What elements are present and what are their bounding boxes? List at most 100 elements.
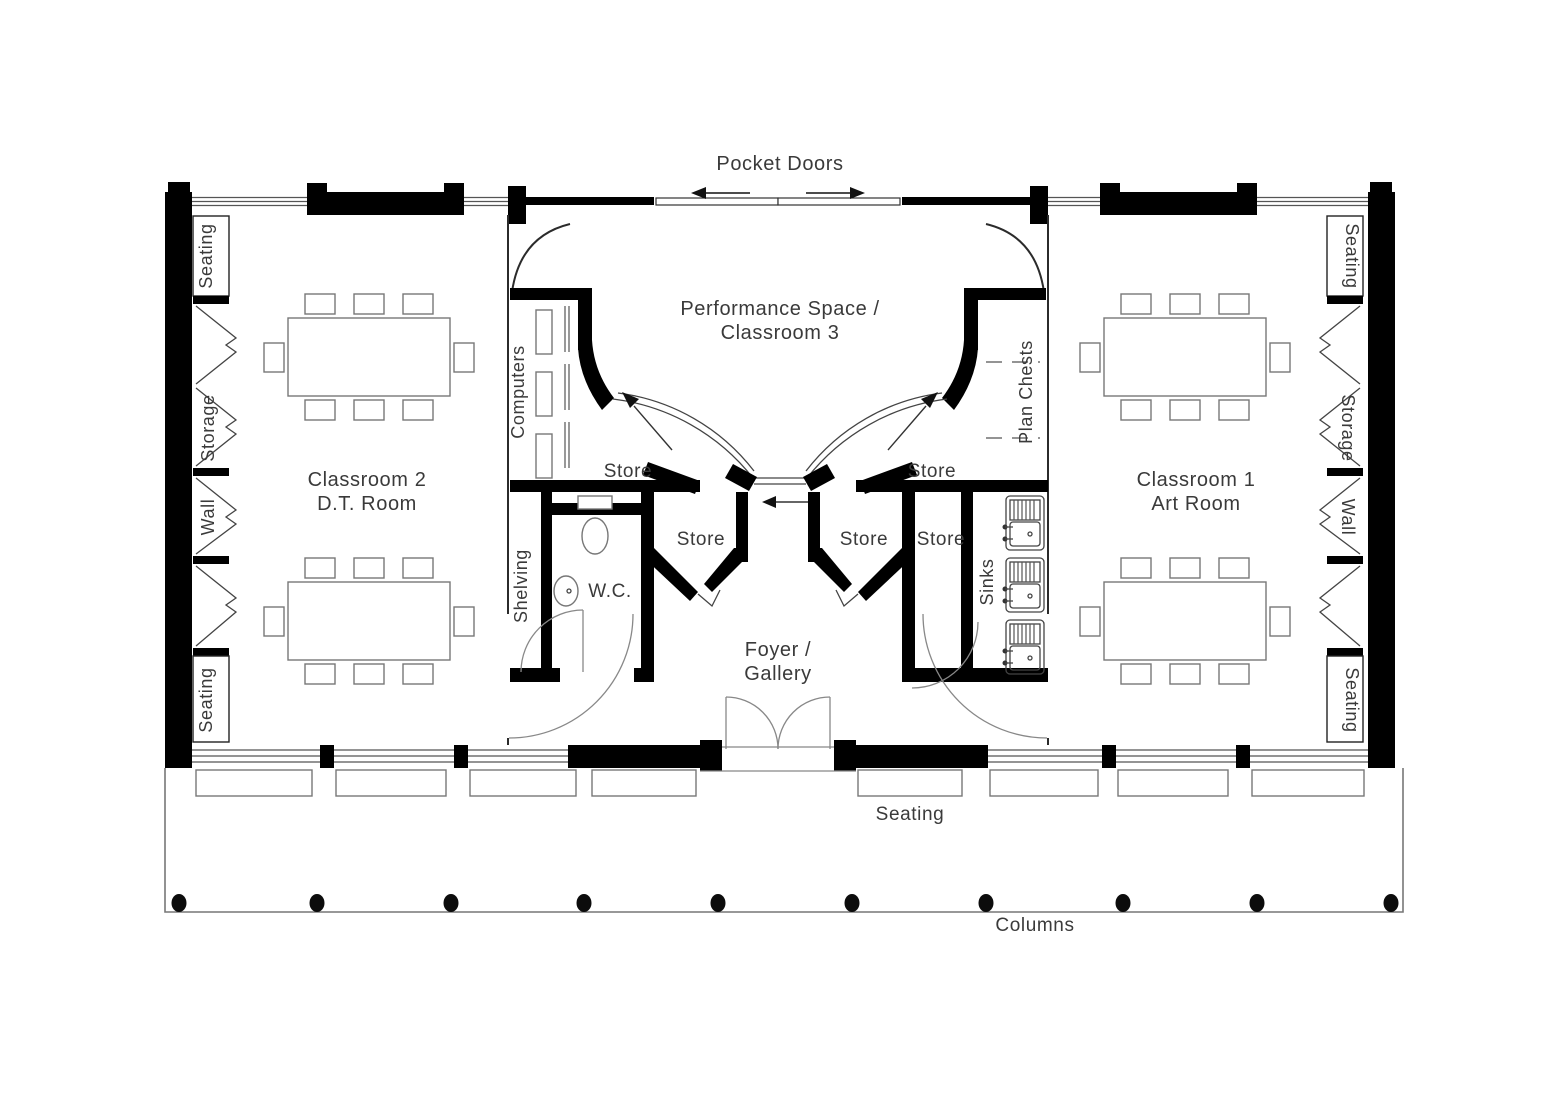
column-dot <box>576 894 592 912</box>
bifold-door-symbol <box>195 477 238 555</box>
column-dot <box>1115 894 1131 912</box>
seating-box <box>1326 215 1364 297</box>
foyer-label-line2: Gallery <box>744 663 812 685</box>
entrance-doors <box>700 696 856 772</box>
bifold-door-symbol <box>1318 477 1361 555</box>
partition-end-block <box>803 464 835 491</box>
basin-drain <box>566 588 572 594</box>
door-swing-arc <box>922 613 1048 739</box>
performance-space-label-line1: Performance Space / <box>680 298 879 320</box>
wall-pier <box>307 183 327 193</box>
slide-arrow-right-icon <box>921 392 938 408</box>
store-lower-middle-label: Store <box>840 529 888 550</box>
angled-wall <box>704 548 748 592</box>
column-dot <box>309 894 325 912</box>
partition-end-block <box>725 464 757 491</box>
computer-desk <box>535 309 553 355</box>
sink-unit <box>1002 557 1045 613</box>
unit-divider <box>193 296 229 304</box>
door-swing-arc <box>911 621 979 689</box>
foyer-door-swings <box>508 613 1048 739</box>
sinks-label: Sinks <box>977 558 997 605</box>
seating-box <box>1326 655 1364 743</box>
wall-storage-right-word-wall: Wall <box>1338 499 1358 536</box>
store-lower-right-label: Store <box>917 529 965 550</box>
wall-pier <box>1236 745 1250 768</box>
store-upper-left-label: Store <box>604 461 652 482</box>
door-swing-arc <box>777 696 831 750</box>
wall-pier <box>1370 182 1392 194</box>
bench <box>1251 769 1365 797</box>
performance-space-label-line2: Classroom 3 <box>721 322 840 344</box>
classroom-table <box>1079 557 1291 685</box>
entrance-jamb <box>834 740 856 771</box>
pocket-door-pier <box>1030 186 1048 224</box>
bench <box>989 769 1099 797</box>
wall-pier <box>454 745 468 768</box>
classroom1-label-line1: Classroom 1 <box>1137 469 1256 491</box>
wall-pier <box>1100 183 1120 193</box>
exterior-benches: Seating <box>195 769 1365 825</box>
bench <box>1117 769 1229 797</box>
bifold-door-symbol <box>195 565 238 647</box>
bifold-door-symbol <box>1318 305 1361 385</box>
arrow-right-icon <box>850 187 865 199</box>
bifold-door-symbol <box>195 305 238 385</box>
store-lower-left-label: Store <box>677 529 725 550</box>
bifold-door-symbol <box>1318 565 1361 647</box>
columns-label: Columns <box>995 915 1074 936</box>
top-windows <box>192 196 1368 207</box>
top-wall-segment <box>1100 192 1257 215</box>
partition-closed-section <box>753 477 807 485</box>
angled-wall <box>641 548 698 601</box>
seating-left-bottom-label: Seating <box>196 667 216 732</box>
room-labels: Performance Space / Classroom 3 Classroo… <box>308 298 1256 685</box>
bifold-door-symbol <box>1318 387 1361 467</box>
plan-chests-bay: Plan Chests <box>942 288 1046 444</box>
pocket-doors-label: Pocket Doors <box>716 153 843 175</box>
pocket-door-leaf <box>777 197 901 206</box>
seating-left-top-label: Seating <box>196 223 216 288</box>
unit-divider <box>1327 648 1363 656</box>
computer-desk <box>535 371 553 417</box>
seating-right-top-label: Seating <box>1342 223 1362 288</box>
wall-storage-left-word-wall: Wall <box>198 499 218 536</box>
pocket-door-leaf <box>655 197 779 206</box>
exterior-walls <box>165 182 1395 771</box>
pocket-door-housing <box>902 197 1030 205</box>
arrow-left-icon <box>691 187 706 199</box>
curved-partition-track <box>617 392 755 472</box>
veranda: Columns <box>164 768 1404 936</box>
door-swing-arc <box>508 613 634 739</box>
column-dot <box>710 894 726 912</box>
classroom-table <box>263 557 475 685</box>
sink-unit <box>1002 619 1045 675</box>
classroom2-label-line1: Classroom 2 <box>308 469 427 491</box>
door-ajar-symbol <box>835 589 859 608</box>
curved-wall-wedge <box>578 340 614 410</box>
classroom2-label-line2: D.T. Room <box>317 493 417 515</box>
wall-pier <box>444 183 464 193</box>
bottom-wall-segment <box>568 745 700 768</box>
pocket-doors-annotation: Pocket Doors <box>691 153 865 199</box>
bottom-wall-segment <box>856 745 988 768</box>
column-dot <box>1249 894 1265 912</box>
computers-label: Computers <box>508 345 528 438</box>
shelving-label: Shelving <box>511 549 531 623</box>
curved-partition-track <box>805 392 943 472</box>
curved-wall-wedge <box>942 340 978 410</box>
sink-unit <box>1002 495 1045 551</box>
outer-wall-right <box>1368 192 1395 768</box>
unit-divider <box>193 648 229 656</box>
wall-pier <box>1237 183 1257 193</box>
entrance-jamb <box>700 740 722 771</box>
bench <box>335 769 447 797</box>
bench <box>195 769 313 797</box>
column-dot <box>1383 894 1399 912</box>
slide-arrow-left-icon <box>622 392 639 408</box>
computer-desk <box>535 433 553 479</box>
unit-divider <box>1327 296 1363 304</box>
column-dot <box>844 894 860 912</box>
